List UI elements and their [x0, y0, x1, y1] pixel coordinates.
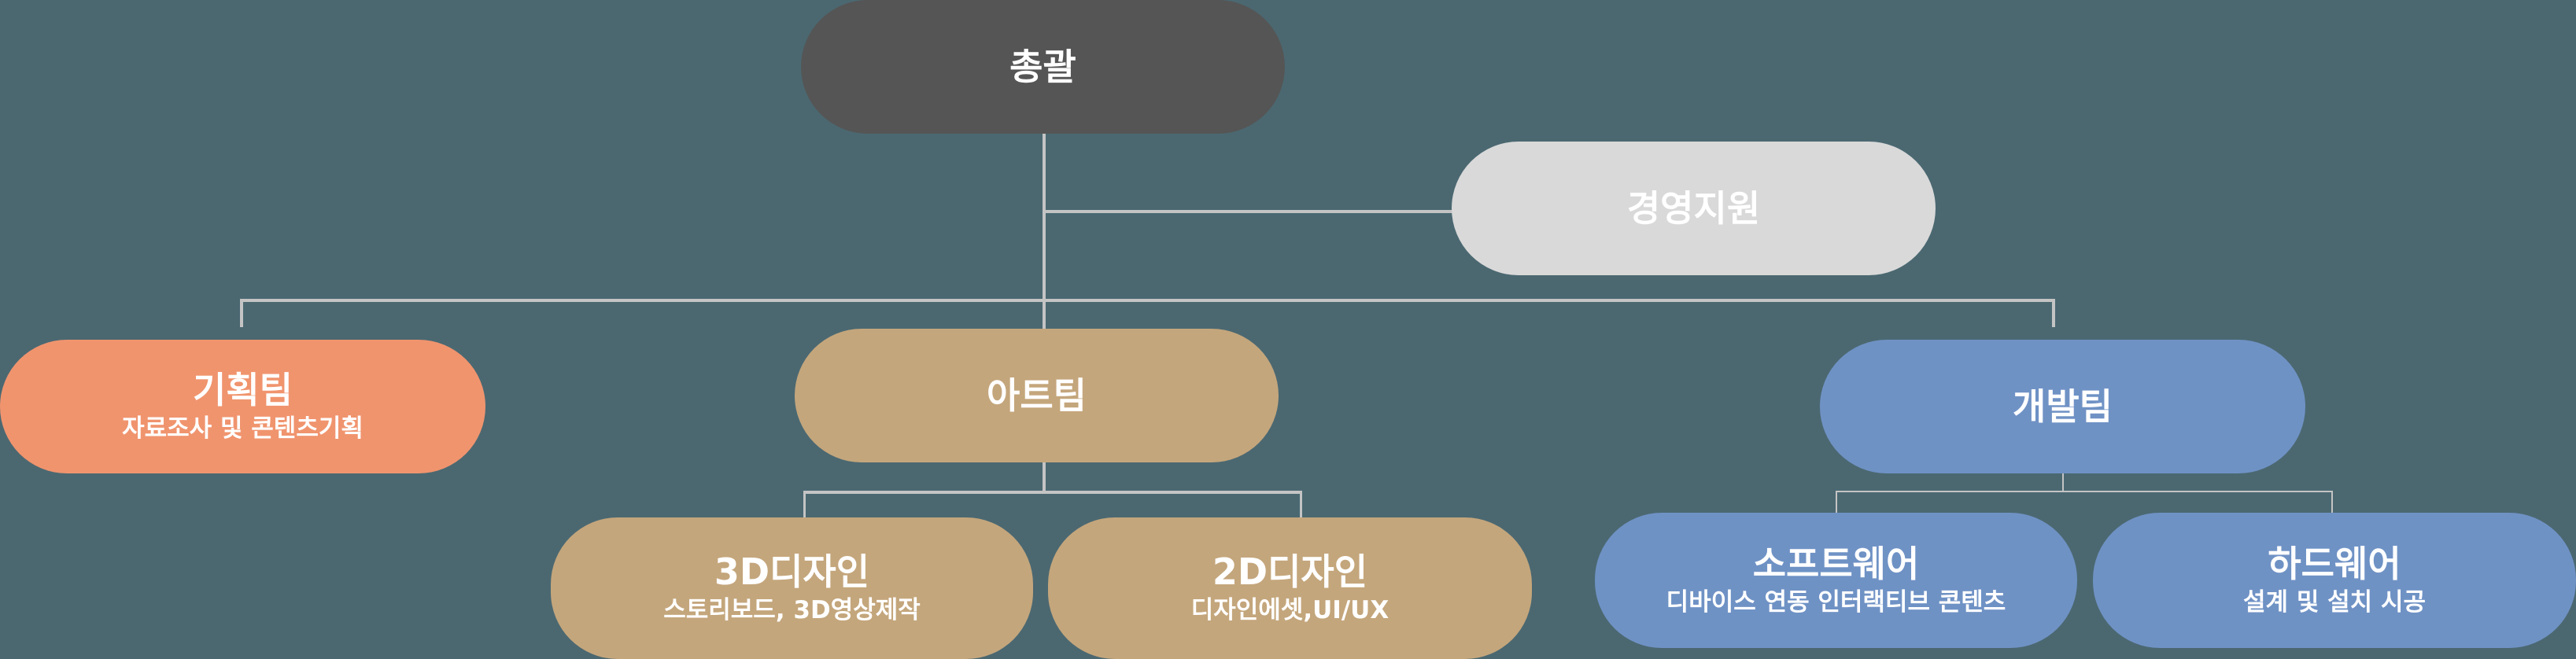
- node-management-support-title: 경영지원: [1626, 186, 1761, 230]
- node-2d-design: 2D디자인 디자인에셋,UI/UX: [1048, 517, 1532, 659]
- connector-teams-bar: [240, 299, 2055, 302]
- connector-development-drop: [2052, 299, 2055, 327]
- node-planning-team-title: 기획팀: [193, 368, 293, 411]
- node-development-team-title: 개발팀: [2013, 385, 2113, 428]
- node-art-team-title: 아트팀: [987, 374, 1087, 417]
- node-3d-design: 3D디자인 스토리보드, 3D영상제작: [551, 517, 1033, 659]
- node-planning-team-subtitle: 자료조사 및 콘텐츠기획: [122, 414, 364, 443]
- node-software-subtitle: 디바이스 연동 인터랙티브 콘텐츠: [1666, 587, 2006, 617]
- connector-3d-drop: [803, 491, 806, 517]
- node-hardware-title: 하드웨어: [2268, 542, 2401, 585]
- node-executive: 총괄: [801, 0, 1285, 134]
- node-software-title: 소프트웨어: [1752, 542, 1920, 585]
- node-art-team: 아트팀: [795, 329, 1279, 462]
- node-development-team: 개발팀: [1820, 340, 2305, 473]
- connector-dev-stem: [2062, 473, 2064, 492]
- connector-art-bar: [803, 491, 1302, 494]
- node-2d-design-subtitle: 디자인에셋,UI/UX: [1190, 595, 1389, 624]
- node-software: 소프트웨어 디바이스 연동 인터랙티브 콘텐츠: [1595, 513, 2077, 648]
- node-hardware: 하드웨어 설계 및 설치 시공: [2093, 513, 2576, 648]
- node-hardware-subtitle: 설계 및 설치 시공: [2242, 587, 2427, 617]
- connector-hardware-drop: [2331, 491, 2333, 513]
- node-3d-design-title: 3D디자인: [714, 550, 870, 593]
- connector-software-drop: [1836, 491, 1837, 513]
- node-executive-title: 총괄: [1009, 45, 1076, 88]
- connector-art-stem: [1043, 462, 1046, 494]
- node-3d-design-subtitle: 스토리보드, 3D영상제작: [663, 595, 921, 624]
- connector-2d-drop: [1300, 491, 1302, 517]
- connector-planning-drop: [240, 299, 243, 327]
- node-management-support: 경영지원: [1452, 142, 1936, 275]
- node-planning-team: 기획팀 자료조사 및 콘텐츠기획: [0, 340, 485, 473]
- node-2d-design-title: 2D디자인: [1212, 550, 1368, 593]
- connector-root-trunk: [1043, 134, 1046, 329]
- connector-support-branch: [1044, 210, 1453, 213]
- connector-dev-bar: [1836, 491, 2333, 492]
